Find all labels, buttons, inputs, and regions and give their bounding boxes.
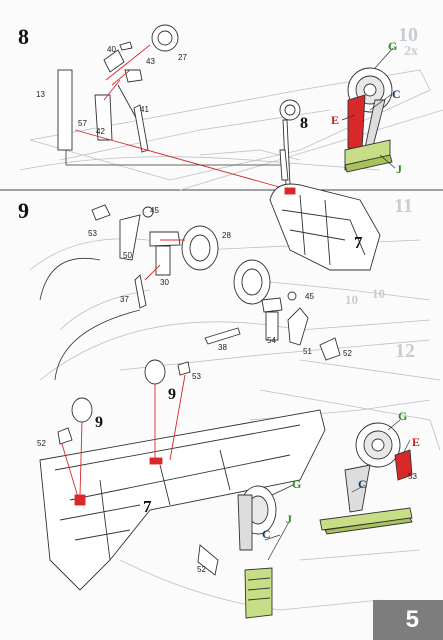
part-number: 42 xyxy=(96,127,105,136)
step8-callout-lines xyxy=(341,47,396,169)
part-number: 53 xyxy=(408,472,417,481)
part-number: 53 xyxy=(88,229,97,238)
callout-c: C xyxy=(262,527,271,541)
fuselage-label: 7 xyxy=(354,233,363,252)
step9-left-parts xyxy=(91,204,219,309)
bottom-callout-lines xyxy=(264,419,411,561)
ghost-step-number: 2x xyxy=(404,44,418,59)
callout-g: G xyxy=(292,477,302,491)
part-number: 38 xyxy=(218,343,227,352)
result-label: 8 xyxy=(300,115,308,132)
page-number-badge: 5 xyxy=(373,600,443,640)
part-number: 52 xyxy=(343,349,352,358)
callout-e: E xyxy=(412,435,421,449)
part-number: 13 xyxy=(36,90,45,99)
part-number: 51 xyxy=(303,347,312,356)
callout-c: C xyxy=(392,87,401,101)
step8-detail xyxy=(344,67,393,173)
part-number: 45 xyxy=(305,292,314,301)
step8-result xyxy=(279,99,301,186)
bottom-right-detail xyxy=(319,422,413,535)
ghost-aircraft-top xyxy=(19,69,431,181)
step-number-9: 9 xyxy=(18,198,29,223)
divider-diagonal xyxy=(179,109,443,191)
callout-j: J xyxy=(286,512,292,526)
part-number: 52 xyxy=(37,439,46,448)
part-number: 43 xyxy=(146,57,155,66)
ghost-step-number: 10 xyxy=(345,292,358,307)
part-number: 45 xyxy=(150,206,159,215)
ghost-aircraft-mid xyxy=(29,238,441,381)
callout-c: C xyxy=(358,477,367,491)
callout-e: E xyxy=(331,113,340,127)
part-number: 40 xyxy=(107,45,116,54)
callout-g: G xyxy=(398,409,408,423)
part-number: 54 xyxy=(267,336,276,345)
page-number: 5 xyxy=(405,606,419,633)
step9-left-leaders xyxy=(144,239,185,281)
callout-j: J xyxy=(396,162,402,176)
step9-curve-arrow xyxy=(39,258,101,301)
wing xyxy=(39,409,326,591)
wing-label: 7 xyxy=(143,497,152,516)
part-number: 57 xyxy=(78,119,87,128)
wing-red-leaders xyxy=(61,374,186,498)
bottom-left-detail xyxy=(197,485,277,619)
fuselage-section xyxy=(269,183,381,271)
step8-red-leaders xyxy=(74,44,291,191)
part-number: 41 xyxy=(140,105,149,114)
part-number: 30 xyxy=(160,278,169,287)
part-number: 37 xyxy=(120,295,129,304)
ghost-step-number: 10 xyxy=(372,286,385,301)
part-number: 28 xyxy=(222,231,231,240)
part-number: 53 xyxy=(192,372,201,381)
wing-label: 9 xyxy=(168,386,176,403)
step9-right-parts xyxy=(204,259,341,361)
ghost-step-number: 11 xyxy=(394,195,413,217)
step8-parts xyxy=(57,24,179,153)
part-number: 52 xyxy=(197,565,206,574)
wing-label: 9 xyxy=(95,414,103,431)
part-number: 27 xyxy=(178,53,187,62)
ghost-step-number: 10 xyxy=(398,24,418,46)
ghost-step-number: 12 xyxy=(395,340,415,362)
callout-g: G xyxy=(388,39,398,53)
part-number: 50 xyxy=(123,251,132,260)
wing-gear-parts xyxy=(57,359,191,445)
step-number-8: 8 xyxy=(18,24,29,49)
